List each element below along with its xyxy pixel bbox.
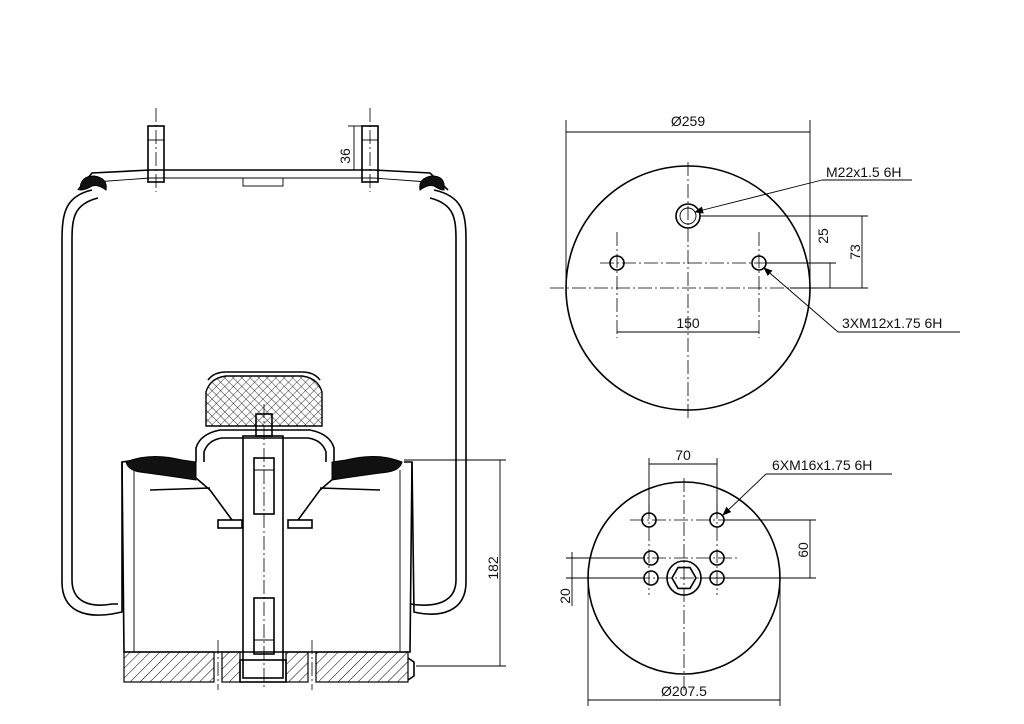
- center-nut-hex: [671, 566, 697, 590]
- right-lower-lobe: [331, 456, 403, 481]
- label-center-thread: M22x1.5 6H: [826, 164, 901, 180]
- dim-hole-spacing: 150: [676, 315, 700, 331]
- dim-bottom-diameter: Ø207.5: [661, 683, 707, 699]
- stud-right: [361, 108, 379, 192]
- piston-body: [121, 461, 413, 653]
- dim-stud-height: 36: [337, 148, 353, 164]
- side-view: 36: [61, 108, 506, 690]
- bump-stop: [205, 375, 323, 427]
- dim-top-diameter: Ø259: [671, 113, 705, 129]
- dim-bottom-spacing: 70: [675, 447, 691, 463]
- plate-tab: [242, 177, 284, 187]
- label-bottom-thread: 6XM16x1.75 6H: [772, 457, 872, 473]
- dim-offset-large: 73: [847, 244, 863, 260]
- left-lower-lobe: [125, 456, 197, 481]
- label-stud-thread: 3XM12x1.75 6H: [842, 315, 942, 331]
- top-plate-view: Ø259 150 25 73 M22x1.5 6H 3XM12x1.75 6H: [550, 113, 960, 420]
- dim-bottom-offset: 20: [557, 588, 573, 604]
- bottom-plate-view: 70 60 20 Ø207.5 6XM16x1.75 6H: [557, 447, 892, 706]
- stud-left: [147, 108, 165, 192]
- base-right: [315, 651, 409, 683]
- bellows-outer: [61, 189, 467, 616]
- center-bolt: [239, 404, 287, 690]
- right-bead-roll: [419, 175, 445, 191]
- top-bead-plate: [77, 169, 449, 191]
- piston-cap: [195, 429, 335, 462]
- bellows-inner: [71, 197, 457, 606]
- dim-bottom-vertical: 60: [795, 542, 811, 558]
- dim-offset-small: 25: [815, 228, 831, 244]
- base-left: [123, 651, 215, 683]
- left-bead-roll: [79, 175, 107, 191]
- dim-height: 182: [485, 556, 501, 580]
